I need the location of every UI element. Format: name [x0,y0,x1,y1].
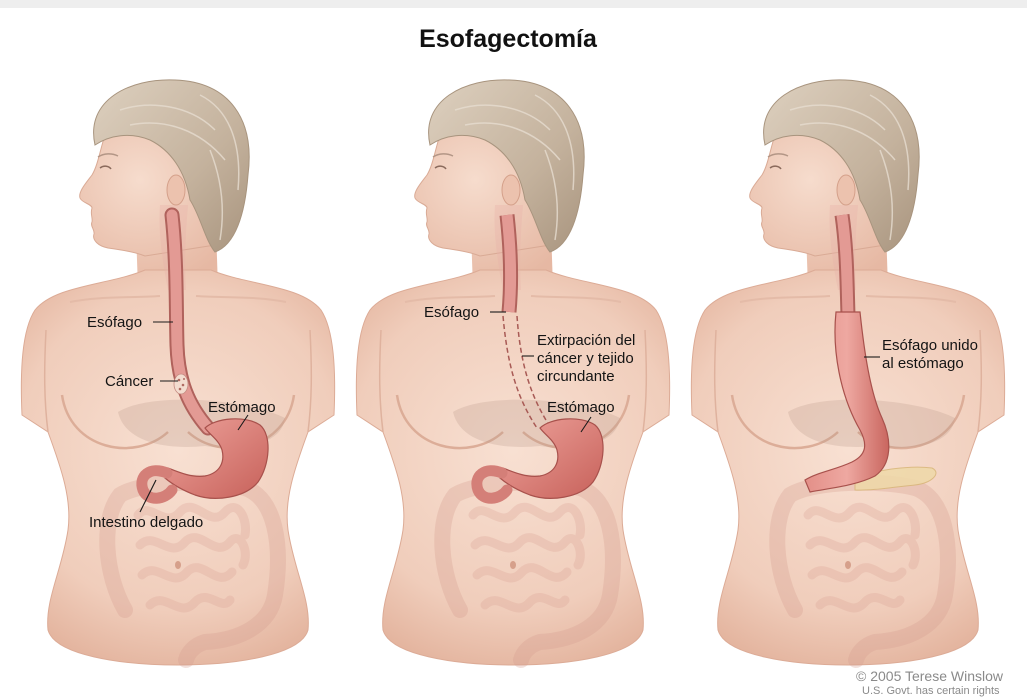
panel-after: Esófago unido al estómago [691,80,1004,665]
cancer-tumor [174,374,188,394]
esophagus [507,215,511,312]
stomach-label: Estómago [547,399,615,416]
esophagus-label: Esófago [87,314,142,331]
copyright-line2: U.S. Govt. has certain rights [862,685,1000,697]
esophagus [842,215,848,315]
stomach-label: Estómago [208,399,276,416]
page-title: Esofagectomía [419,25,598,53]
panel-removal: Esófago Extirpación del cáncer y tejido … [356,80,669,665]
top-border [0,0,1027,8]
cancer-label: Cáncer [105,373,153,390]
joined-label-line1: Esófago unido [882,337,978,354]
esophagus-label: Esófago [424,304,479,321]
removal-label-line3: circundante [537,368,615,385]
copyright-line1: © 2005 Terese Winslow [856,668,1004,684]
panel-before: Esófago Cáncer Estómago Intestino delgad… [21,80,334,665]
joined-label-line2: al estómago [882,355,964,372]
small-intestine-label: Intestino delgado [89,514,203,531]
removal-label-line2: cáncer y tejido [537,350,634,367]
removal-label-line1: Extirpación del [537,332,635,349]
